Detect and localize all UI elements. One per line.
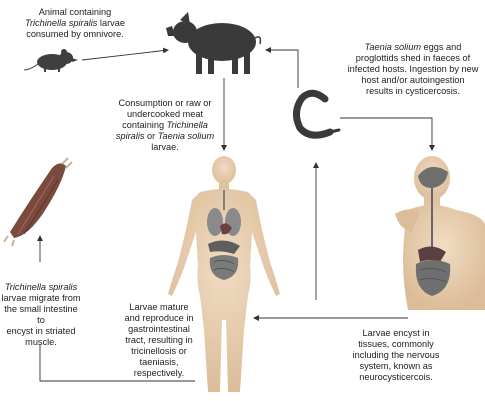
label-meat: Consumption or raw or undercooked meat c…	[112, 98, 218, 153]
label-line: gastrointestinal	[118, 324, 200, 335]
label-line: tract, resulting in	[118, 335, 200, 346]
label-line: neurocysticercois.	[340, 372, 452, 383]
tapeworm-icon	[296, 93, 339, 135]
label-line: including the nervous	[340, 350, 452, 361]
label-line: spiralis or Taenia solium	[112, 131, 218, 142]
label-line: muscle.	[0, 337, 82, 348]
label-line: infected hosts. Ingestion by new	[340, 64, 485, 75]
label-line: the small intestine to	[0, 304, 82, 326]
label-line: Larvae mature	[118, 302, 200, 313]
label-line: tricinellosis or	[118, 346, 200, 357]
label-italic: Taenia solium	[158, 131, 214, 141]
label-line: respectively.	[118, 368, 200, 379]
label-italic: spiralis	[116, 131, 145, 141]
label-line: tissues, commonly	[340, 339, 452, 350]
label-italic: Trichinella	[167, 120, 208, 130]
label-line: and reproduce in	[118, 313, 200, 324]
label-line: Trichinella spiralis larvae	[18, 18, 132, 29]
pig-icon	[166, 12, 260, 74]
label-line: consumed by omnivore.	[18, 29, 132, 40]
label-line: Consumption or raw or	[112, 98, 218, 109]
arrow-tapeworm-to-pig	[266, 50, 298, 88]
label-encyst: Larvae encyst in tissues, commonly inclu…	[340, 328, 452, 383]
label-italic: Trichinella spiralis	[25, 18, 97, 28]
label-migrate: Trichinella spiralis larvae migrate from…	[0, 282, 82, 348]
label-line: larvae.	[112, 142, 218, 153]
label-italic: Taenia solium	[365, 42, 421, 52]
label-line: proglottids shed in faeces of	[340, 53, 485, 64]
label-line: Taenia solium eggs and	[340, 42, 485, 53]
rodent-icon	[24, 49, 78, 72]
label-line: taeniasis,	[118, 357, 200, 368]
label-line: host and/or autoingestion	[340, 75, 485, 86]
label-line: undercooked meat	[112, 109, 218, 120]
muscle-icon	[4, 158, 72, 246]
arrow-eggs-to-torso	[340, 118, 432, 150]
label-text: or	[144, 131, 157, 141]
label-line: larvae migrate from	[0, 293, 82, 304]
label-italic: Trichinella spiralis	[5, 282, 77, 292]
label-text: larvae	[97, 18, 125, 28]
label-line: containing Trichinella	[112, 120, 218, 131]
arrow-rodent-to-pig	[82, 50, 168, 60]
label-line: results in cysticercosis.	[340, 86, 485, 97]
human-torso-icon	[395, 156, 485, 310]
label-rodent: Animal containing Trichinella spiralis l…	[18, 7, 132, 40]
label-mature: Larvae mature and reproduce in gastroint…	[118, 302, 200, 379]
label-line: Larvae encyst in	[340, 328, 452, 339]
label-line: encyst in striated	[0, 326, 82, 337]
label-line: system, known as	[340, 361, 452, 372]
label-text: containing	[122, 120, 166, 130]
label-line: Animal containing	[18, 7, 132, 18]
label-text: eggs and	[421, 42, 461, 52]
label-eggs: Taenia solium eggs and proglottids shed …	[340, 42, 485, 97]
label-line: Trichinella spiralis	[0, 282, 82, 293]
